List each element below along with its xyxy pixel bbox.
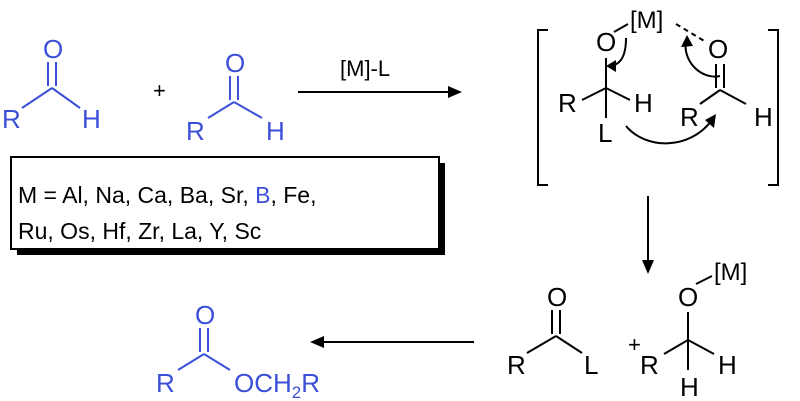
plus-sign-2: + xyxy=(628,332,641,357)
transition-state: O [M] O R H L R H xyxy=(537,7,779,186)
ts-l: L xyxy=(598,118,612,148)
aldehyde-1: O R H xyxy=(2,34,101,134)
ts-h-1: H xyxy=(634,88,653,118)
acyl-intermediate: O R L xyxy=(507,282,598,380)
aldehyde-2-r: R xyxy=(186,116,205,146)
alkoxide-r: R xyxy=(640,350,659,380)
aldehyde-2: O R H xyxy=(186,48,285,146)
ts-r-2: R xyxy=(680,102,699,132)
ts-oxygen-1: O xyxy=(596,27,616,57)
metal-alkoxide: O [M] R H H xyxy=(640,259,747,401)
aldehyde-2-oxygen: O xyxy=(225,48,245,78)
metal-list-line-2: Ru, Os, Hf, Zr, La, Y, Sc xyxy=(18,218,261,244)
alkoxide-oxygen: O xyxy=(678,282,698,312)
reaction-arrow-2 xyxy=(310,336,474,348)
aldehyde-2-h: H xyxy=(266,116,285,146)
aldehyde-1-r: R xyxy=(2,104,21,134)
ts-metal: [M] xyxy=(630,7,663,34)
alkoxide-h-1: H xyxy=(718,350,737,380)
ester-product: O R OCH2R xyxy=(156,300,320,401)
metal-list-box: M = Al, Na, Ca, Ba, Sr, B, Fe, Ru, Os, H… xyxy=(10,156,445,255)
aldehyde-1-oxygen: O xyxy=(43,34,63,64)
metal-list-line-1: M = Al, Na, Ca, Ba, Sr, B, Fe, xyxy=(18,182,316,208)
aldehyde-1-h: H xyxy=(82,104,101,134)
ts-h-2: H xyxy=(754,102,773,132)
reaction-arrow-1: [M]-L xyxy=(298,56,462,98)
ts-r-1: R xyxy=(558,88,577,118)
ester-carbonyl-oxygen: O xyxy=(195,300,215,330)
ester-r: R xyxy=(156,368,175,398)
ester-och2r: OCH2R xyxy=(234,368,320,401)
alkoxide-h-2: H xyxy=(680,372,699,401)
boron-highlight: B xyxy=(255,182,270,208)
acyl-oxygen: O xyxy=(547,282,567,312)
reaction-arrow-down xyxy=(642,196,654,274)
ts-oxygen-2: O xyxy=(708,34,728,64)
plus-sign-1: + xyxy=(153,78,166,103)
reagent-label: [M]-L xyxy=(340,56,390,81)
acyl-l: L xyxy=(584,350,598,380)
alkoxide-metal: [M] xyxy=(714,259,747,286)
acyl-r: R xyxy=(507,350,526,380)
